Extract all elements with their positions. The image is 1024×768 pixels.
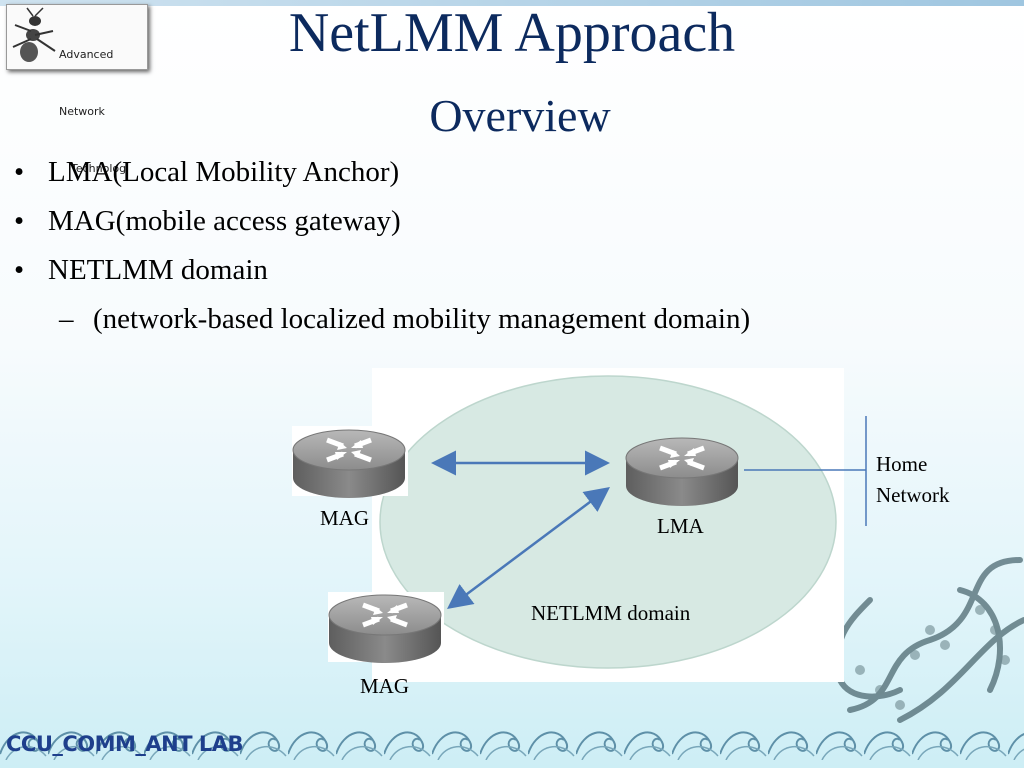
- ant-icon: [12, 7, 56, 62]
- sub-bullet-marker: –: [59, 303, 74, 335]
- home-network-line-2: Network: [876, 483, 950, 507]
- mag-bottom-label: MAG: [360, 674, 410, 698]
- dragon-scales: [855, 605, 1010, 710]
- bullet-marker: •: [14, 205, 25, 237]
- bullet-item-mag: • MAG(mobile access gateway): [14, 201, 750, 250]
- logo-text: Advanced Network Technolog: [59, 7, 126, 216]
- wave-border-icon: [0, 720, 1024, 768]
- bullet-text: NETLMM domain: [48, 254, 268, 286]
- mag-lma-diagonal-arrow: [446, 487, 611, 609]
- bullet-marker: •: [14, 254, 25, 286]
- mag-bottom-router-icon: [329, 595, 441, 663]
- bullet-marker: •: [14, 156, 25, 188]
- home-network-line-1: Home: [876, 452, 928, 476]
- top-stripe: [0, 0, 1024, 6]
- logo-line-1: Advanced: [59, 48, 114, 61]
- sub-bullet-item: – (network-based localized mobility mana…: [14, 299, 750, 348]
- bullet-text: MAG(mobile access gateway): [48, 205, 401, 237]
- netlmm-domain-label: NETLMM domain: [531, 601, 691, 625]
- bullet-item-lma: • LMA(Local Mobility Anchor): [14, 152, 750, 201]
- slide-subtitle: Overview: [429, 90, 611, 141]
- bullet-item-domain: • NETLMM domain: [14, 250, 750, 299]
- lab-logo: Advanced Network Technolog: [6, 4, 148, 175]
- logo-line-2: Network: [59, 105, 105, 118]
- home-network-label: Home Network: [876, 449, 949, 511]
- lma-label: LMA: [657, 514, 704, 538]
- bullet-text: LMA(Local Mobility Anchor): [48, 156, 400, 188]
- slide-title: NetLMM Approach: [288, 2, 736, 64]
- mag-top-label: MAG: [320, 506, 370, 530]
- mag-top-router-icon: [293, 430, 405, 498]
- footer-lab-name: CCU_COMM_ANT LAB: [6, 732, 244, 756]
- sub-bullet-text: (network-based localized mobility manage…: [93, 303, 751, 335]
- logo-line-3: Technolog: [71, 162, 127, 175]
- bullet-list: • LMA(Local Mobility Anchor) • MAG(mobil…: [14, 152, 750, 348]
- lma-router-icon: [626, 438, 738, 506]
